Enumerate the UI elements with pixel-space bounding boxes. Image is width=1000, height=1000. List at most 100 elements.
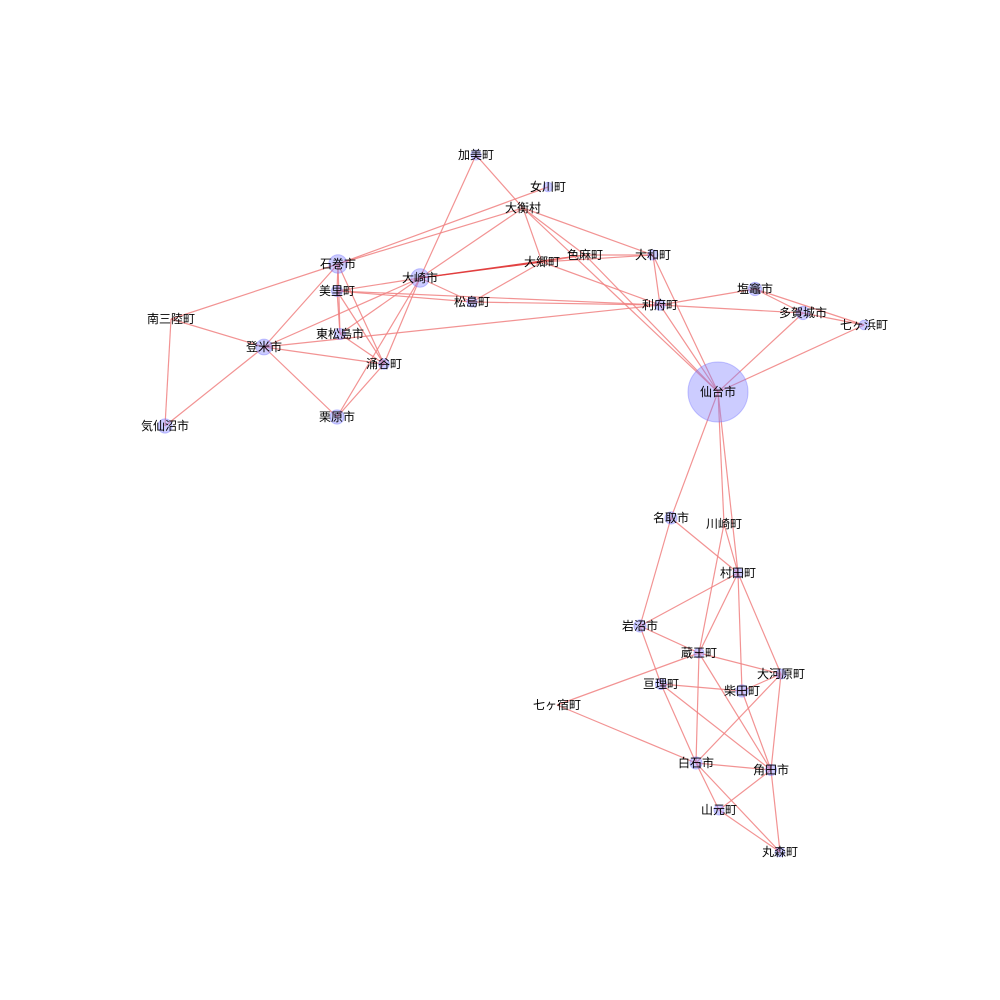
node-iwanuma[interactable] — [633, 619, 647, 633]
node-shiroishi[interactable] — [689, 756, 703, 770]
node-yamamoto[interactable] — [713, 804, 725, 816]
edge-ohira-ishinomaki — [337, 207, 524, 265]
edge-kurihara-wakuya — [336, 363, 385, 418]
edge-shichigahama-sendai — [717, 324, 865, 393]
node-shibata[interactable] — [735, 684, 749, 698]
node-kurihara[interactable] — [329, 409, 345, 425]
node-rifu[interactable] — [654, 299, 666, 311]
edge-misato-higashimatsushima — [336, 290, 341, 335]
edge-shiogama-tagajo — [754, 288, 804, 314]
edge-watari-shibata — [660, 683, 743, 692]
edge-tome-wakuya — [263, 346, 385, 365]
node-label-murata: 村田町 — [720, 566, 756, 580]
node-tagajo[interactable] — [795, 305, 811, 321]
node-label-iwanuma: 岩沼市 — [622, 618, 658, 633]
node-tome[interactable] — [255, 338, 273, 356]
edge-kawasaki-zao — [698, 523, 725, 654]
edge-kami-osaki — [419, 154, 477, 279]
node-higashimatsushima[interactable] — [333, 327, 347, 341]
node-kami[interactable] — [470, 149, 482, 161]
edge-misato-matsushima — [336, 290, 473, 303]
node-natori[interactable] — [664, 511, 678, 525]
node-onagawa[interactable] — [542, 181, 554, 193]
edge-ogawara-shiroishi — [695, 673, 782, 764]
edge-tome-rifu — [263, 304, 661, 348]
node-osaki[interactable] — [410, 268, 430, 288]
node-murata[interactable] — [732, 567, 744, 579]
node-shiogama[interactable] — [747, 281, 763, 297]
edge-ohira-osato — [522, 207, 543, 263]
edge-ishinomaki-minamisanriku — [170, 263, 339, 320]
edges-layer — [164, 154, 865, 853]
labels-layer: 仙台市石巻市大崎市登米市栗原市気仙沼市南三陸町美里町東松島市涌谷町加美町女川町大… — [141, 148, 888, 859]
node-kesennuma[interactable] — [157, 418, 173, 434]
node-marumori[interactable] — [774, 846, 786, 858]
edge-osaki-wakuya — [383, 277, 421, 365]
node-watari[interactable] — [654, 677, 668, 691]
edge-osato-shikama — [541, 254, 586, 263]
edge-osaki-misato — [336, 277, 421, 292]
node-label-shiroishi: 白石市 — [678, 755, 714, 770]
edge-zao-ogawara — [698, 652, 782, 675]
edge-zao-shichikashuku — [556, 652, 700, 706]
node-sendai[interactable] — [687, 361, 749, 423]
edge-minamisanriku-tome — [170, 318, 265, 348]
edge-matsushima-rifu — [471, 301, 661, 306]
edge-iwanuma-watari — [639, 625, 662, 685]
edge-shiogama-shichigahama — [754, 288, 865, 326]
edge-kawasaki-murata — [723, 523, 739, 574]
edge-shiroishi-kakuda — [695, 762, 772, 771]
node-misato[interactable] — [330, 284, 344, 298]
node-label-osato: 大郷町 — [524, 255, 560, 269]
edge-murata-iwanuma — [639, 572, 739, 627]
node-label-kurihara: 栗原市 — [319, 409, 355, 424]
node-label-ohira: 大衡村 — [505, 201, 541, 215]
node-label-ogawara: 大河原町 — [757, 667, 805, 681]
edge-ohira-sendai — [522, 207, 719, 393]
edge-osaki-tome — [263, 277, 421, 348]
node-taiwa[interactable] — [647, 249, 659, 261]
edge-ishinomaki-tome — [263, 263, 339, 348]
edge-watari-kakuda — [660, 683, 772, 771]
edge-shiroishi-marumori — [695, 762, 781, 853]
node-shichigahama[interactable] — [858, 319, 870, 331]
edge-sendai-kawasaki — [717, 391, 725, 525]
node-label-shichikashuku: 七ヶ宿町 — [533, 697, 581, 712]
edge-natori-murata — [670, 517, 739, 574]
node-label-kawasaki: 川崎町 — [706, 517, 742, 531]
node-ishinomaki[interactable] — [328, 254, 348, 274]
node-label-sendai: 仙台市 — [700, 384, 736, 399]
edge-murata-shibata — [737, 572, 743, 692]
edge-taiwa-sendai — [652, 254, 719, 393]
node-label-higashimatsushima: 東松島市 — [316, 326, 364, 341]
node-matsushima[interactable] — [466, 296, 478, 308]
node-kakuda[interactable] — [764, 763, 778, 777]
edge-rifu-shiogama — [659, 288, 756, 306]
node-wakuya[interactable] — [378, 358, 390, 370]
node-label-minamisanriku: 南三陸町 — [147, 311, 195, 326]
node-label-ishinomaki: 石巻市 — [320, 256, 356, 271]
edge-osaki-matsushima — [419, 277, 473, 303]
edge-osato-rifu — [541, 261, 661, 306]
edge-zao-kakuda — [698, 652, 772, 771]
edge-natori-iwanuma — [639, 517, 672, 627]
edge-shibata-ogawara — [741, 673, 782, 692]
node-ogawara[interactable] — [775, 668, 787, 680]
edge-tagajo-sendai — [717, 312, 804, 393]
node-label-shibata: 柴田町 — [724, 684, 760, 698]
node-label-watari: 亘理町 — [643, 677, 679, 691]
node-label-taiwa: 大和町 — [635, 248, 671, 262]
edge-ohira-shikama — [522, 207, 586, 256]
node-label-tome: 登米市 — [246, 339, 282, 354]
edge-ogawara-kakuda — [770, 673, 782, 771]
edge-tome-kesennuma — [164, 346, 265, 427]
node-label-marumori: 丸森町 — [762, 844, 798, 859]
edge-tome-kurihara — [263, 346, 338, 418]
node-label-zao: 蔵王町 — [681, 646, 717, 660]
edge-higashimatsushima-wakuya — [339, 333, 385, 365]
edge-yamamoto-marumori — [718, 809, 781, 853]
edge-watari-shiroishi — [660, 683, 697, 764]
node-zao[interactable] — [693, 647, 705, 659]
node-label-osaki: 大崎市 — [402, 270, 438, 285]
